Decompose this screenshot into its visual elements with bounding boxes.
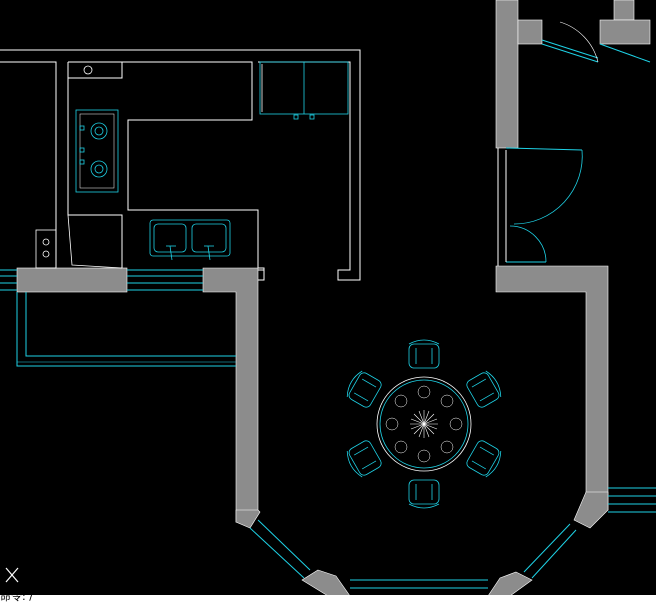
- wall-right-corner-b: [599, 19, 651, 45]
- wall-kitchen-left: [16, 267, 128, 293]
- wall-lines: [0, 49, 361, 281]
- wall-right-corner: [613, 0, 635, 21]
- walls: [16, 0, 651, 597]
- wall-right-top: [495, 0, 519, 149]
- wall-bay-right: [573, 491, 609, 529]
- wall-right-stub: [517, 19, 543, 45]
- chairs: [346, 339, 502, 509]
- dining-table-icon: [346, 339, 502, 509]
- drain-icon: [83, 65, 93, 75]
- kitchen-fixtures: [35, 61, 349, 269]
- place-settings: [385, 385, 463, 463]
- corner-unit: [35, 214, 123, 269]
- wall-bay-bottom-right: [487, 571, 533, 597]
- wall-bay-left: [235, 509, 261, 529]
- wall-dining-right: [495, 265, 609, 523]
- command-line[interactable]: 命令: /: [0, 595, 656, 603]
- table-centerpiece: [410, 410, 438, 438]
- ucs-x-icon: [5, 567, 19, 583]
- door-swings: [509, 21, 599, 263]
- command-prompt: 命令: /: [0, 595, 33, 603]
- wall-cabinet: [259, 61, 349, 120]
- stove-icon: [75, 109, 119, 193]
- windows: [0, 39, 656, 597]
- wall-bay-bottom-left: [301, 569, 351, 597]
- sink-icon: [149, 219, 231, 261]
- wall-dining-left: [202, 267, 259, 523]
